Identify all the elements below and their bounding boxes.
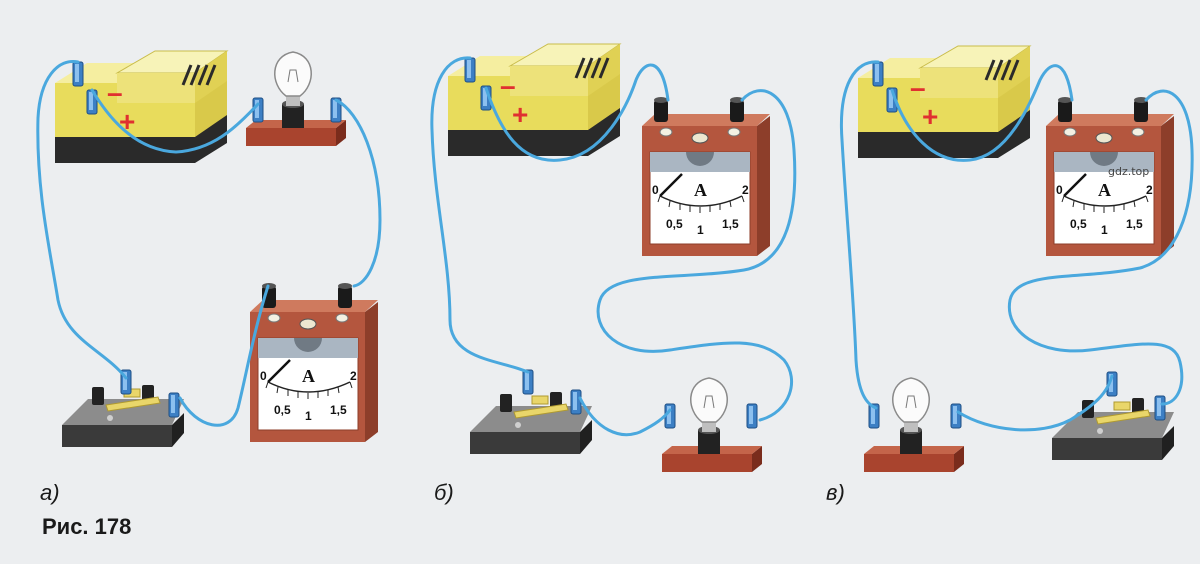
wire [178,284,270,427]
figure-caption: Рис. 178 [42,514,132,539]
wire [578,396,672,437]
lamp-clip [252,97,264,123]
ammeter: A 0 0,5 1 1,5 2 [248,281,380,444]
battery-plus-sign: + [922,101,938,132]
ammeter-scale-label: 1,5 [1126,217,1143,231]
ammeter-scale-label: 1 [1101,223,1108,237]
wire [36,60,128,380]
panel-b-circuit: – + A 0 0,5 1 1,5 2 [430,42,797,473]
ammeter-unit: A [1098,180,1111,200]
ammeter: A 0 0,5 1 1,5 2 [1044,95,1176,258]
panel-label-v: в) [826,480,845,505]
wire [334,98,382,288]
lamp-clip [746,403,758,429]
ammeter-scale-label: 0 [652,183,659,197]
battery-minus-sign: – [910,72,926,103]
ammeter-scale-label: 0 [260,369,267,383]
switch-clip [570,389,582,415]
panel-label-a: а) [40,480,60,505]
ammeter-unit: A [694,180,707,200]
panel-label-b: б) [434,480,454,505]
wire [90,88,260,154]
wire [596,89,797,422]
ammeter-unit: A [302,366,315,386]
ammeter-scale-label: 2 [1146,183,1153,197]
battery-clip [872,61,884,87]
wire [956,374,1114,432]
wire [890,64,1074,162]
switch-clip [522,369,534,395]
lamp-clip [950,403,962,429]
battery-minus-sign: – [500,70,516,101]
panel-v-circuit: – + A 0 0,5 1 1,5 2 [839,44,1194,473]
ammeter: A 0 0,5 1 1,5 2 [640,95,772,258]
ammeter-scale-label: 1,5 [330,403,347,417]
watermark: gdz.top [1108,165,1150,178]
wire [839,60,880,410]
ammeter-scale-label: 2 [350,369,357,383]
ammeter-scale-label: 1 [305,409,312,423]
ammeter-scale-label: 1 [697,223,704,237]
panel-a-circuit: – + A 0 0,5 1 1,5 2 [36,49,382,448]
ammeter-scale-label: 0,5 [274,403,291,417]
ammeter-scale-label: 1,5 [722,217,739,231]
battery: – + [856,44,1032,160]
battery-clip [464,57,476,83]
wire [430,56,530,374]
switch-clip [1154,395,1166,421]
wire [1007,89,1194,406]
battery: – + [53,49,229,165]
switch-clip [168,392,180,418]
battery: – + [446,42,622,158]
ammeter-scale-label: 0 [1056,183,1063,197]
battery-plus-sign: + [512,99,528,130]
ammeter-scale-label: 0,5 [666,217,683,231]
battery-minus-sign: – [107,77,123,108]
wire [484,63,670,162]
battery-clip [72,61,84,87]
ammeter-scale-label: 2 [742,183,749,197]
ammeter-scale-label: 0,5 [1070,217,1087,231]
